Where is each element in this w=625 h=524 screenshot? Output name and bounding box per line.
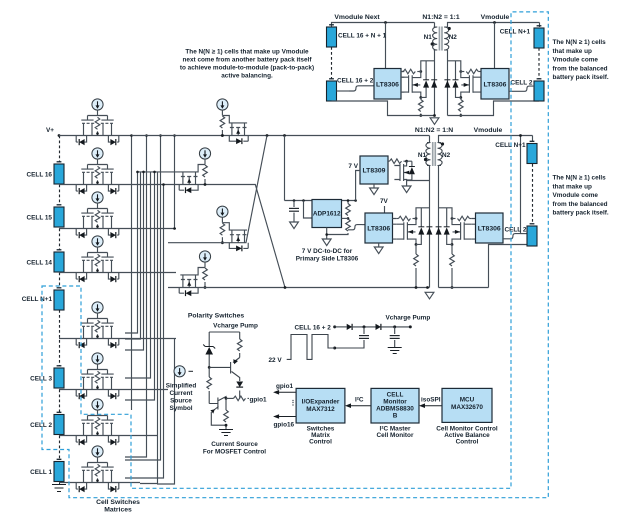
svg-text:to achieve module-to-module (p: to achieve module-to-module (pack-to-pac… bbox=[180, 65, 314, 72]
svg-text:battery pack itself.: battery pack itself. bbox=[553, 74, 609, 81]
svg-text:N1: N1 bbox=[424, 34, 433, 41]
svg-text:Symbol: Symbol bbox=[169, 405, 192, 412]
svg-text:Vmodule: Vmodule bbox=[474, 127, 503, 134]
svg-text:next come from another battery: next come from another battery pack itse… bbox=[183, 57, 313, 64]
svg-text:MCU: MCU bbox=[460, 397, 475, 404]
svg-text:CELL N+1: CELL N+1 bbox=[22, 296, 53, 303]
svg-text:Primary Side LT8306: Primary Side LT8306 bbox=[296, 256, 359, 263]
svg-text:I/OExpander: I/OExpander bbox=[302, 399, 340, 406]
svg-text:from the balanced: from the balanced bbox=[553, 201, 608, 208]
svg-text:Cell Monitor Control: Cell Monitor Control bbox=[436, 426, 498, 433]
svg-text:that make up: that make up bbox=[553, 183, 593, 190]
svg-text:CELL 16 + 2: CELL 16 + 2 bbox=[337, 78, 374, 85]
svg-text:that make up: that make up bbox=[553, 48, 593, 55]
svg-text:LT8306: LT8306 bbox=[484, 82, 507, 89]
svg-text:N1: N1 bbox=[418, 152, 427, 159]
svg-text:MAX7312: MAX7312 bbox=[306, 406, 335, 413]
svg-text:CELL N+1: CELL N+1 bbox=[500, 29, 531, 36]
svg-text:from the balanced: from the balanced bbox=[553, 65, 608, 72]
svg-text:Matrix: Matrix bbox=[311, 432, 330, 439]
svg-text:⋮: ⋮ bbox=[290, 399, 297, 407]
svg-text:I²C Master: I²C Master bbox=[380, 426, 411, 433]
svg-text:CELL 2: CELL 2 bbox=[505, 227, 527, 234]
svg-text:Vmodule come: Vmodule come bbox=[553, 192, 599, 199]
svg-text:Current: Current bbox=[169, 390, 193, 397]
svg-text:CELL 3: CELL 3 bbox=[30, 376, 52, 383]
svg-text:LT8306: LT8306 bbox=[367, 226, 390, 233]
svg-text:N2: N2 bbox=[442, 152, 451, 159]
svg-text:7 V: 7 V bbox=[348, 163, 358, 170]
svg-text:B: B bbox=[393, 413, 398, 420]
svg-text:I²C: I²C bbox=[355, 397, 364, 404]
svg-text:Control: Control bbox=[309, 439, 332, 446]
svg-text:Current Source: Current Source bbox=[211, 441, 258, 448]
svg-text:ADBMS8830: ADBMS8830 bbox=[376, 406, 414, 413]
svg-text:Cell Switches: Cell Switches bbox=[96, 499, 140, 506]
svg-text:The N(N ≥ 1) cells that make u: The N(N ≥ 1) cells that make up Vmodule bbox=[185, 49, 309, 56]
svg-text:Vmodule Next: Vmodule Next bbox=[334, 14, 380, 21]
svg-text:Control: Control bbox=[456, 439, 479, 446]
svg-text:CELL 2: CELL 2 bbox=[30, 422, 52, 429]
svg-text:Matrices: Matrices bbox=[104, 507, 132, 514]
svg-text:7 V DC-to-DC for: 7 V DC-to-DC for bbox=[302, 248, 353, 255]
svg-text:Source: Source bbox=[170, 398, 192, 405]
svg-text:CELL: CELL bbox=[387, 392, 404, 399]
svg-text:battery pack itself.: battery pack itself. bbox=[553, 210, 609, 217]
svg-text:Vmodule come: Vmodule come bbox=[553, 57, 599, 64]
svg-text:CELL 2: CELL 2 bbox=[511, 80, 533, 87]
svg-text:N1:N2 = 1:1: N1:N2 = 1:1 bbox=[422, 14, 459, 21]
svg-text:CELL 16 + N + 1: CELL 16 + N + 1 bbox=[338, 33, 387, 40]
svg-text:isoSPI: isoSPI bbox=[421, 397, 441, 404]
svg-text:Polarity Switches: Polarity Switches bbox=[188, 313, 245, 320]
svg-text:CELL 15: CELL 15 bbox=[27, 215, 53, 222]
svg-text:Vmodule: Vmodule bbox=[481, 14, 510, 21]
svg-text:LT8309: LT8309 bbox=[363, 168, 386, 175]
svg-text:Vcharge Pump: Vcharge Pump bbox=[386, 315, 431, 322]
svg-text:CELL 16: CELL 16 bbox=[27, 172, 53, 179]
svg-text:22 V: 22 V bbox=[269, 357, 283, 364]
svg-text:CELL 1: CELL 1 bbox=[30, 469, 52, 476]
svg-text:gpio16: gpio16 bbox=[274, 422, 295, 429]
svg-text:ADP1612: ADP1612 bbox=[313, 211, 341, 218]
svg-text:Cell Monitor: Cell Monitor bbox=[377, 432, 414, 439]
svg-text:For MOSFET Control: For MOSFET Control bbox=[203, 449, 266, 456]
svg-text:gpio1: gpio1 bbox=[276, 383, 293, 390]
svg-text:CELL 14: CELL 14 bbox=[27, 260, 53, 267]
svg-text:LT8306: LT8306 bbox=[478, 226, 501, 233]
svg-text:LT8306: LT8306 bbox=[376, 82, 399, 89]
svg-text:V+: V+ bbox=[46, 127, 54, 134]
svg-text:active balancing.: active balancing. bbox=[221, 73, 273, 80]
svg-text:Switches: Switches bbox=[307, 426, 335, 433]
svg-text:Simplified: Simplified bbox=[166, 383, 197, 390]
svg-text:The N(N ≥ 1) cells: The N(N ≥ 1) cells bbox=[553, 175, 607, 182]
svg-text:MAX32670: MAX32670 bbox=[451, 404, 483, 411]
svg-text:7V: 7V bbox=[380, 198, 389, 205]
svg-text:The N(N ≥ 1) cells: The N(N ≥ 1) cells bbox=[553, 39, 607, 46]
svg-text:Monitor: Monitor bbox=[383, 399, 407, 406]
svg-text:CELL 16 + 2: CELL 16 + 2 bbox=[295, 324, 332, 331]
svg-text:Active Balance: Active Balance bbox=[444, 432, 490, 439]
svg-text:Vcharge Pump: Vcharge Pump bbox=[213, 323, 258, 330]
svg-text:N1:N2 = 1:N: N1:N2 = 1:N bbox=[415, 127, 453, 134]
svg-text:gpio1: gpio1 bbox=[250, 396, 267, 403]
svg-text:N2: N2 bbox=[449, 34, 458, 41]
